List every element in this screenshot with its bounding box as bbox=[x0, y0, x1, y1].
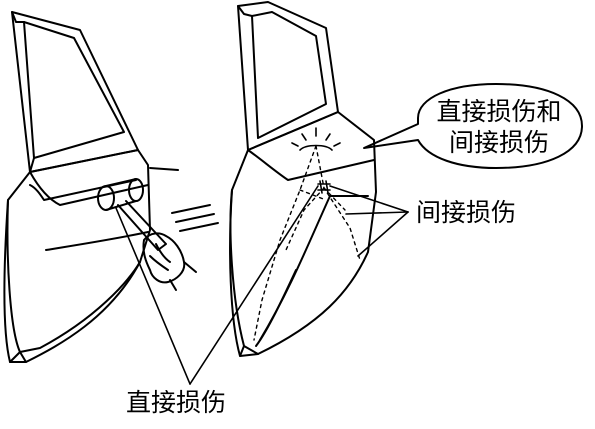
left-window-frame bbox=[11, 11, 139, 173]
direct-damage-label: 直接损伤 bbox=[126, 388, 227, 417]
left-window-glass bbox=[23, 21, 125, 159]
left-car-door bbox=[3, 11, 179, 363]
deformation-contour bbox=[247, 149, 375, 181]
hammer-and-hand bbox=[97, 178, 219, 291]
right-car-door bbox=[229, 1, 377, 357]
leader-lines bbox=[115, 185, 409, 385]
hammer-head-face bbox=[128, 178, 144, 202]
hammer-handle bbox=[117, 200, 167, 251]
hand bbox=[142, 232, 186, 284]
bubble-label: 直接损伤和 间接损伤 bbox=[424, 96, 574, 158]
hammer-head-end bbox=[97, 185, 115, 211]
callout-bubble bbox=[363, 83, 583, 169]
bubble-label-line1: 直接损伤和 bbox=[436, 97, 562, 126]
indirect-damage-label: 间接损伤 bbox=[416, 198, 517, 227]
crease-center bbox=[317, 180, 331, 194]
right-window-frame bbox=[237, 1, 339, 151]
bubble-label-line2: 间接损伤 bbox=[448, 128, 549, 157]
crease-lines bbox=[253, 145, 361, 341]
right-window-glass bbox=[251, 11, 327, 139]
